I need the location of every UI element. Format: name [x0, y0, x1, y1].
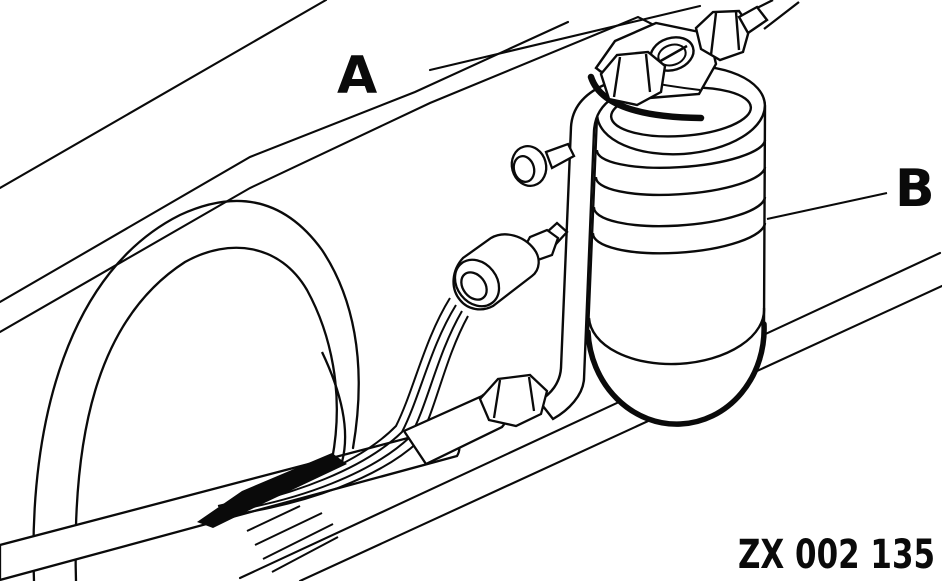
suction-line — [402, 83, 616, 466]
wiring-harness — [197, 297, 469, 573]
loop-outer-arc — [32, 199, 360, 581]
loop-inner-arc — [74, 246, 338, 581]
wire-end — [271, 536, 339, 573]
loop-arc-over-hose — [320, 351, 347, 463]
connector-wire-opening — [460, 271, 488, 301]
reference-code: ZX 002 135 — [738, 532, 935, 578]
canister-ring — [591, 222, 767, 255]
wire-end — [262, 523, 334, 560]
canister-ring — [592, 196, 767, 228]
fitting-port-slot — [656, 44, 688, 65]
panel-line — [0, 20, 570, 304]
hose-hex-nut — [478, 373, 549, 428]
fitting-collar-shadow — [587, 73, 705, 122]
wire — [224, 310, 463, 513]
canister-ring — [594, 166, 767, 197]
service-valve — [510, 142, 576, 187]
outlet-fitting-assembly — [587, 0, 800, 122]
pressure-switch-connector — [452, 221, 569, 311]
canister-bottom-rim — [585, 321, 767, 427]
valve-stem — [544, 142, 576, 170]
panel-line — [298, 284, 942, 581]
right-hex-nut — [694, 5, 769, 62]
callout-a-leader-line — [428, 4, 702, 72]
valve-cap-face — [512, 155, 536, 183]
callout-label-b: B — [895, 159, 935, 219]
wire-end — [246, 505, 301, 532]
left-hex-nut — [599, 50, 667, 107]
callout-b-leader-line — [766, 191, 888, 221]
panel-line — [0, 0, 328, 190]
wire-end — [254, 512, 323, 546]
wire-bundle-tip — [197, 453, 347, 528]
nut-collar — [737, 5, 769, 35]
hose-loop — [32, 199, 360, 581]
callout-label-a: A — [337, 46, 377, 106]
callouts: A B ZX 002 135 — [337, 46, 935, 578]
canister-ring — [595, 139, 767, 169]
suction-hose — [0, 351, 461, 581]
canister-bottom-ring — [587, 307, 766, 366]
panel-line — [238, 251, 942, 580]
suction-line-tube — [537, 83, 616, 421]
